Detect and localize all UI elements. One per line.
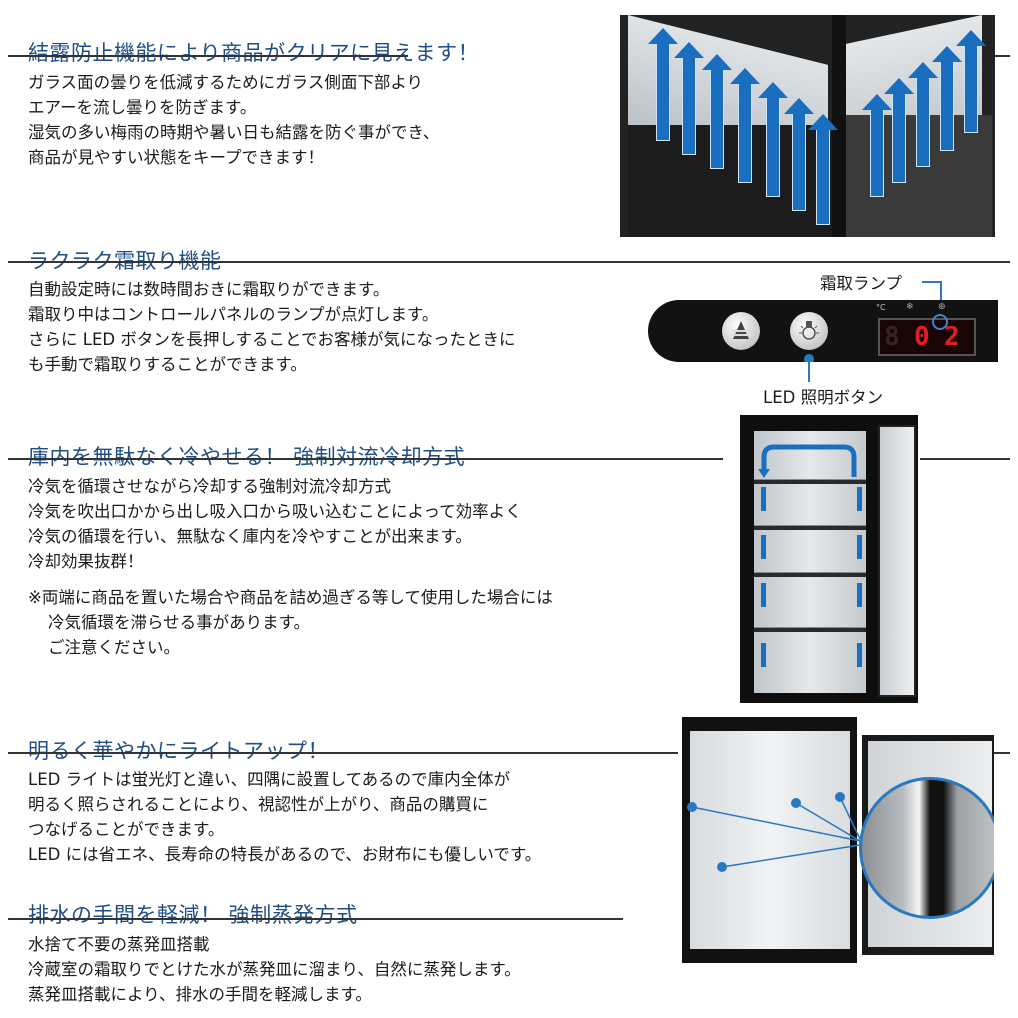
body-line: LED には省エネ、長寿命の特長があるので、お財布にも優しいです。 xyxy=(28,845,542,864)
section-body-evaporation: 水捨て不要の蒸発皿搭載 冷蔵室の霜取りでとけた水が蒸発皿に溜まり、自然に蒸発しま… xyxy=(28,932,521,1007)
note-line: ※両端に商品を置いた場合や商品を詰め過ぎる等して使用した場合には xyxy=(28,588,553,607)
display-digit: 0 xyxy=(914,322,930,352)
body-line: 湿気の多い梅雨の時期や暑い日も結露を防ぐ事ができ、 xyxy=(28,123,440,142)
section-divider xyxy=(985,55,1010,57)
led-location-marker xyxy=(791,798,801,808)
cabinet-convection-image xyxy=(740,415,918,703)
down-arrow-icon xyxy=(761,535,766,559)
callout-line xyxy=(808,362,810,382)
body-line: ガラス面の曇りを低減するためにガラス側面下部より xyxy=(28,73,424,92)
body-line: 自動設定時には数時間おきに霜取りができます。 xyxy=(28,280,390,299)
caution-note: ※両端に商品を置いた場合や商品を詰め過ぎる等して使用した場合には 冷気循環を滞ら… xyxy=(28,585,553,660)
body-line: LED ライトは蛍光灯と違い、四隅に設置してあるので庫内全体が xyxy=(28,770,511,789)
up-arrow-icon xyxy=(857,535,862,559)
up-arrow-icon xyxy=(730,68,760,183)
up-arrow-icon xyxy=(784,98,814,211)
up-arrow-icon xyxy=(758,82,788,197)
body-line: さらに LED ボタンを長押しすることでお客様が気になったときに xyxy=(28,330,516,349)
body-line: 霜取り中はコントロールパネルのランプが点灯します。 xyxy=(28,305,439,324)
up-arrow-icon xyxy=(857,487,862,511)
led-closeup-magnifier xyxy=(859,777,994,919)
up-arrow-icon xyxy=(908,62,938,167)
body-line: 明るく照らされることにより、視認性が上がり、商品の購買に xyxy=(28,795,489,814)
display-digit: 8 xyxy=(884,322,900,352)
section-divider xyxy=(993,752,1010,754)
section-divider xyxy=(8,261,1010,263)
down-arrow-icon xyxy=(761,643,766,667)
led-light-button-icon xyxy=(790,312,828,350)
control-panel-image: °C ❄ ⊕ 8 0 2 xyxy=(648,300,998,362)
defrost-lamp-marker xyxy=(932,314,948,330)
led-callout-lines xyxy=(691,796,861,868)
section-heading-evaporation: 排水の手間を軽減！ 強制蒸発方式 xyxy=(28,903,358,928)
up-arrow-icon xyxy=(884,78,914,183)
defrost-lamp-icon: ⊕ xyxy=(938,302,946,312)
callout-line xyxy=(940,281,942,309)
section-body-anti-condensation: ガラス面の曇りを低減するためにガラス側面下部より エアーを流し曇りを防ぎます。 … xyxy=(28,70,439,170)
body-line: 冷気を循環させながら冷却する強制対流冷却方式 xyxy=(28,477,391,496)
up-arrow-icon xyxy=(956,30,986,133)
body-line: 冷気を吹出口かから出し吸入口から吸い込むことによって効率よく xyxy=(28,502,522,521)
temperature-display: 8 0 2 xyxy=(878,318,976,356)
section-divider xyxy=(8,458,723,460)
cooling-level-button-icon xyxy=(722,312,760,350)
circulation-arrow-icon xyxy=(758,444,857,478)
up-arrow-icon xyxy=(808,114,838,225)
body-line: 蒸発皿搭載により、排水の手間を軽減します。 xyxy=(28,985,372,1004)
section-divider xyxy=(8,752,678,754)
defrost-lamp-label: 霜取ランプ xyxy=(820,274,903,293)
up-arrow-icon xyxy=(702,54,732,169)
body-line: エアーを流し曇りを防ぎます。 xyxy=(28,98,257,117)
callout-line xyxy=(922,281,942,283)
section-divider xyxy=(8,918,623,920)
body-line: 冷気の循環を行い、無駄なく庫内を冷やすことが出来ます。 xyxy=(28,527,472,546)
note-line: ご注意ください。 xyxy=(48,638,180,657)
body-line: 冷却効果抜群！ xyxy=(28,552,144,571)
up-arrow-icon xyxy=(857,583,862,607)
section-body-forced-convection: 冷気を循環させながら冷却する強制対流冷却方式 冷気を吹出口かから出し吸入口から吸… xyxy=(28,474,522,574)
led-location-marker xyxy=(687,802,697,812)
section-heading-anti-condensation: 結露防止機能により商品がクリアに見えます！ xyxy=(28,41,480,66)
down-arrow-icon xyxy=(761,583,766,607)
celsius-indicator: °C xyxy=(876,303,886,312)
led-button-label: LED 照明ボタン xyxy=(763,388,884,407)
up-arrow-icon xyxy=(674,42,704,155)
led-location-marker xyxy=(717,862,727,872)
cabinet-led-image xyxy=(672,713,994,963)
display-digit: 2 xyxy=(944,322,960,352)
section-heading-forced-convection: 庫内を無駄なく冷やせる！ 強制対流冷却方式 xyxy=(28,445,466,470)
up-arrow-icon xyxy=(932,46,962,151)
body-line: 水捨て不要の蒸発皿搭載 xyxy=(28,935,210,954)
up-arrow-icon xyxy=(862,94,892,197)
down-arrow-icon xyxy=(761,487,766,511)
section-body-light-up: LED ライトは蛍光灯と違い、四隅に設置してあるので庫内全体が 明るく照らされる… xyxy=(28,767,541,867)
section-heading-light-up: 明るく華やかにライトアップ！ xyxy=(28,739,329,764)
body-line: 冷蔵室の霜取りでとけた水が蒸発皿に溜まり、自然に蒸発します。 xyxy=(28,960,521,979)
cabinet-airflow-image xyxy=(620,15,995,237)
body-line: 商品が見やすい状態をキープできます！ xyxy=(28,148,325,167)
led-location-marker xyxy=(835,792,845,802)
section-divider xyxy=(920,458,1010,460)
up-arrow-icon xyxy=(648,28,678,141)
up-arrow-icon xyxy=(857,643,862,667)
note-line: 冷気循環を滞らせる事があります。 xyxy=(48,613,311,632)
section-divider xyxy=(8,55,408,57)
snowflake-icon: ❄ xyxy=(906,302,914,312)
section-body-defrost: 自動設定時には数時間おきに霜取りができます。 霜取り中はコントロールパネルのラン… xyxy=(28,277,516,377)
led-button-marker xyxy=(804,354,814,362)
body-line: も手動で霜取りすることができます。 xyxy=(28,355,307,374)
body-line: つなげることができます。 xyxy=(28,820,225,839)
